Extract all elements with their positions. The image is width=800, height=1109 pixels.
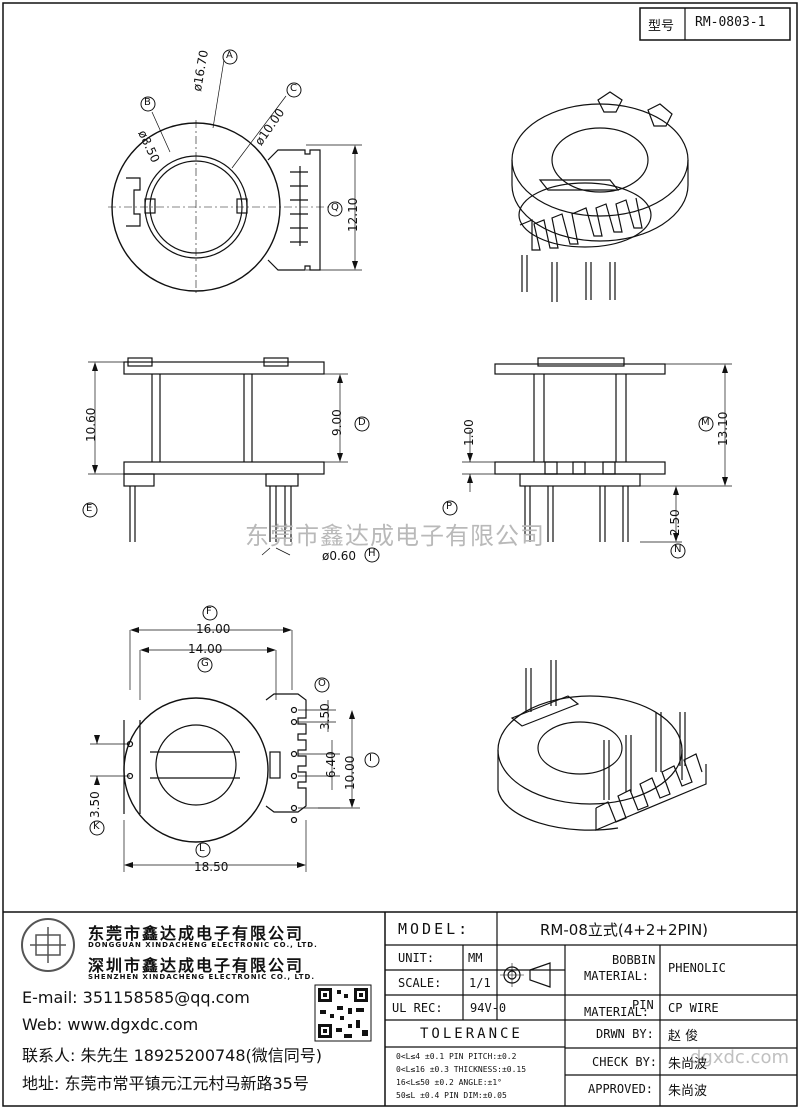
scale-value: 1/1 [469,976,491,990]
title-block-lines [3,911,797,1106]
approved-value: 朱尚波 [668,1083,708,1099]
approved-label: APPROVED: [588,1082,654,1096]
company-name-dongguan: 东莞市鑫达成电子有限公司 [88,924,305,943]
company-name-shenzhen: 深圳市鑫达成电子有限公司 [88,956,305,975]
dim-h350a: 3.50 [318,703,332,730]
tolerance-label: TOLERANCE [420,1026,523,1042]
callout-f: F [206,606,212,617]
callout-a: A [226,50,233,61]
side-view [462,357,732,543]
dim-h900: 9.00 [330,409,344,436]
dim-p060: ø0.60 [322,549,357,563]
drawn-by-label: DRWN BY: [596,1027,654,1041]
front-view [88,357,348,556]
callouts [82,49,714,858]
model-value: RM-08立式(4+2+2PIN) [540,920,709,939]
check-by-label: CHECK BY: [592,1055,658,1069]
dim-h1210: 12.10 [346,197,360,232]
dim-h1060: 10.60 [84,407,98,442]
callout-i: I [369,753,372,764]
dim-w1400: 14.00 [188,642,223,656]
dim-h1000b: 10.00 [343,755,357,790]
contact-email: E-mail: 351158585@qq.com [22,988,250,1007]
unit-label: UNIT: [398,951,435,965]
unit-value: MM [468,951,483,965]
check-by-value: 朱尚波 [668,1056,708,1072]
bobbin-material-label-1: BOBBIN [612,953,656,967]
callout-q: Q [331,202,339,213]
callout-l: L [199,843,205,854]
callout-d: D [358,417,366,428]
callout-b: B [144,97,151,108]
dim-h640: 6.40 [324,751,338,778]
bobbin-material-label-2: MATERIAL: [584,969,650,983]
ul-value: 94V-0 [470,1001,507,1015]
dim-h350b: 3.50 [88,791,102,818]
company-name-dongguan-en: DONGGUAN XINDACHENG ELECTRONIC CO., LTD. [88,941,318,949]
tolerance-row-4: 50≤L ±0.4 PIN DIM:±0.05 [396,1090,507,1100]
model-label: MODEL: [398,920,471,938]
scale-label: SCALE: [398,976,442,990]
header-type-label: 型号 [648,19,675,34]
drawn-by-value: 赵 俊 [668,1028,699,1044]
dim-h1310: 13.10 [716,411,730,446]
callout-p: P [446,501,453,512]
pin-material-label-1: PIN [632,998,654,1012]
iso-view-top [511,91,689,302]
contact-address: 地址: 东莞市常平镇元江元村马新路35号 [22,1074,309,1093]
watermark-domain: dgxdc.com [690,1047,789,1068]
watermark-text: 东莞市鑫达成电子有限公司 [245,522,545,550]
callout-n: N [674,544,682,555]
dim-h250: 2.50 [668,509,682,536]
callout-k: K [93,821,100,832]
dim-w1850: 18.50 [194,860,229,874]
qr-code [314,984,372,1042]
pin-material-value: CP WIRE [668,1001,719,1015]
company-name-shenzhen-en: SHENZHEN XINDACHENG ELECTRONIC CO., LTD. [88,973,316,981]
callout-g: G [201,658,209,669]
dim-h100: 1.00 [462,419,476,446]
ul-label: UL REC: [392,1001,443,1015]
contact-person: 联系人: 朱先生 18925200748(微信同号) [22,1046,323,1065]
bobbin-material-value: PHENOLIC [668,961,726,975]
header-part-number: RM-0803-1 [695,15,766,30]
callout-m: M [701,417,710,428]
top-view [108,59,362,294]
tolerance-row-3: 16<L≤50 ±0.2 ANGLE:±1° [396,1077,502,1087]
callout-o: O [318,678,326,689]
tolerance-row-2: 0<L≤16 ±0.3 THICKNESS:±0.15 [396,1064,527,1074]
callout-e: E [86,503,93,514]
callout-c: C [290,83,297,94]
tolerance-row-1: 0<L≤4 ±0.1 PIN PITCH:±0.2 [396,1051,517,1061]
bottom-view [90,627,360,872]
iso-view-bottom [497,660,707,831]
callout-h: H [368,548,376,559]
pin-material-label-2: MATERIAL: [584,1005,650,1019]
contact-web: Web: www.dgxdc.com [22,1015,199,1034]
dim-w1600: 16.00 [196,622,231,636]
